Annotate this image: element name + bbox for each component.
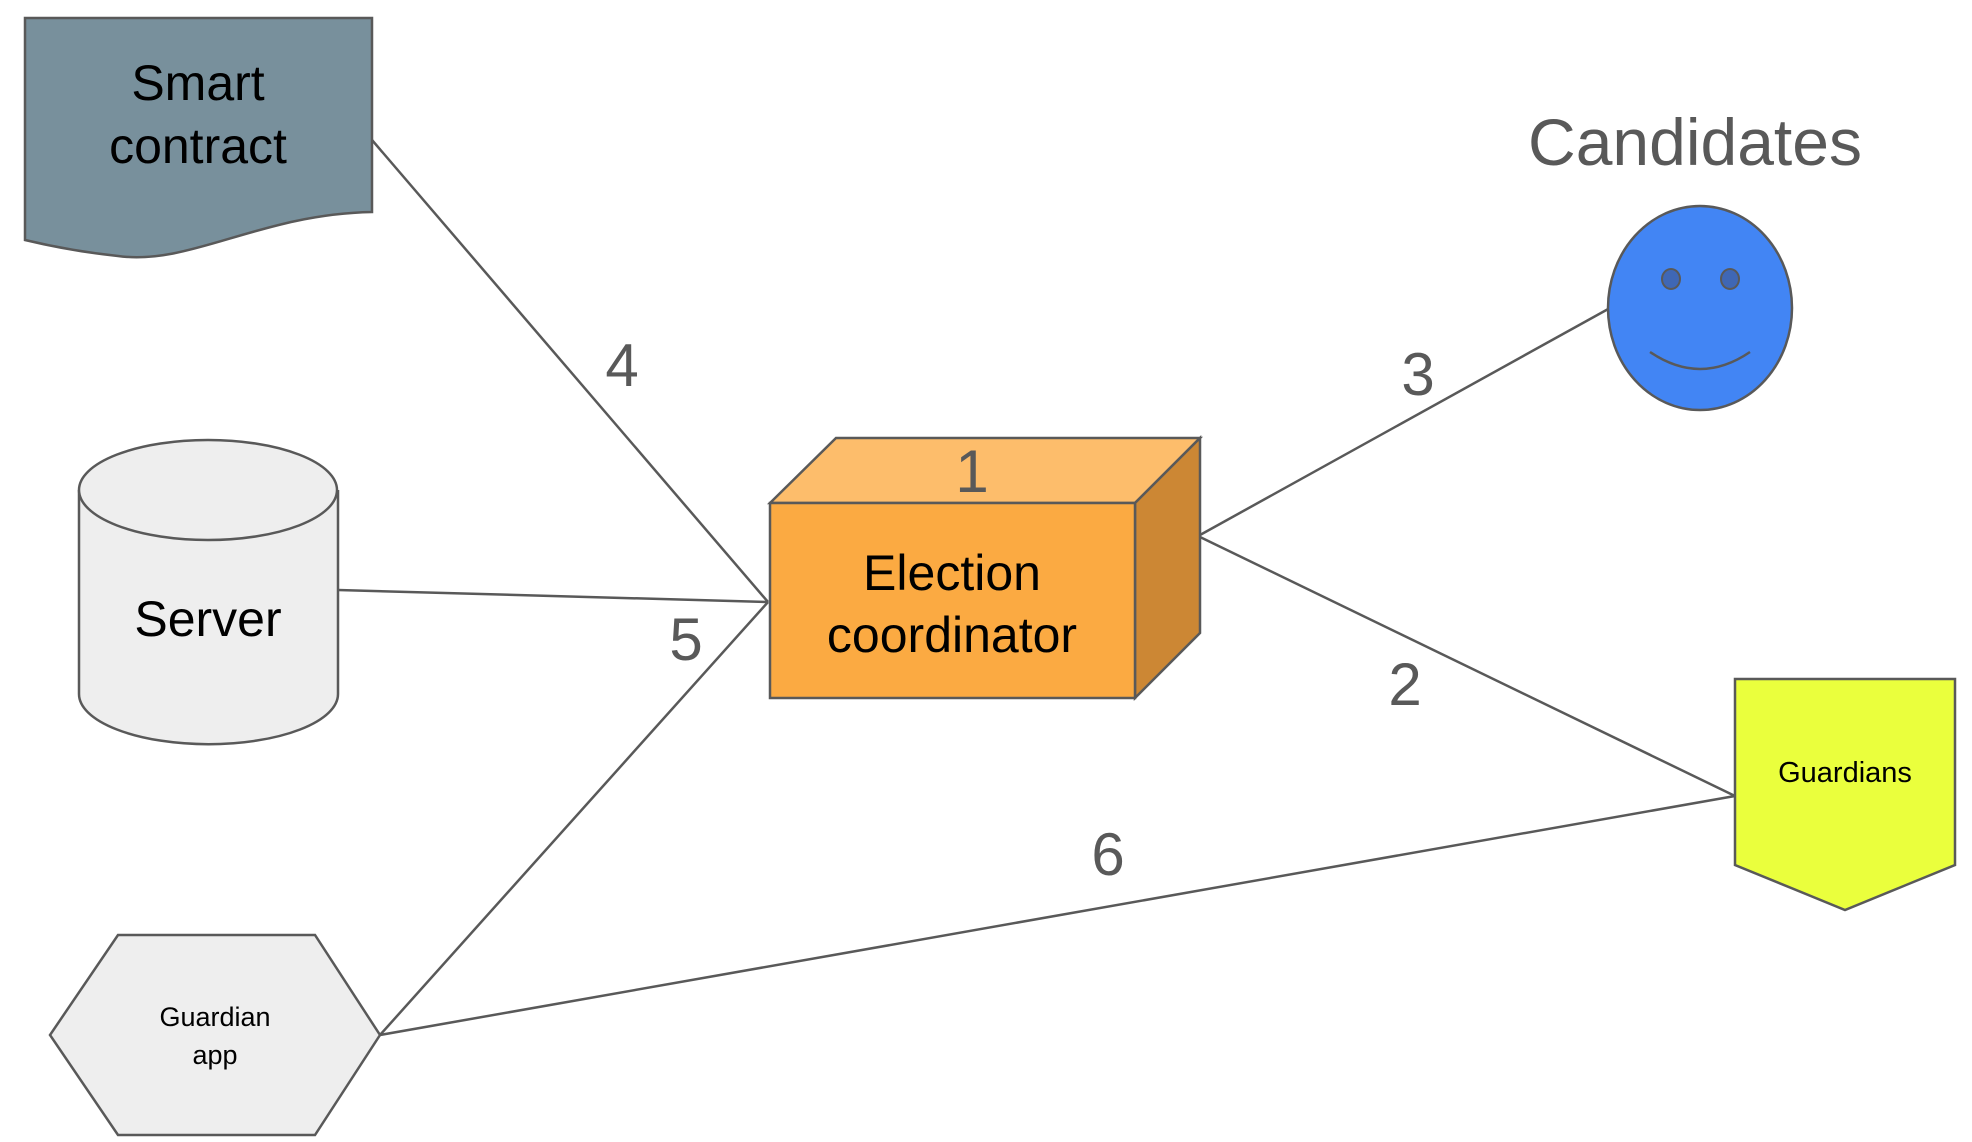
server-label: Server xyxy=(134,591,281,647)
guardians-label: Guardians xyxy=(1778,757,1912,789)
server-cylinder-top xyxy=(77,438,339,542)
coordinator-label-line1: Election xyxy=(863,545,1041,601)
server-node: Server xyxy=(77,438,340,746)
guardian-app-label-line1: Guardian xyxy=(159,1002,270,1032)
edge-smart-contract-to-coordinator xyxy=(371,139,769,603)
edge-coordinator-to-guardians xyxy=(1199,535,1736,798)
edge-label-1: 1 xyxy=(955,438,988,505)
guardian-app-node: Guardian app xyxy=(48,933,382,1137)
edges xyxy=(337,139,1736,1037)
smiley-face-icon xyxy=(1606,204,1794,412)
smiley-left-eye xyxy=(1661,268,1681,290)
candidates-label: Candidates xyxy=(1528,105,1862,179)
edge-guardian-app-to-guardians xyxy=(379,794,1736,1037)
smart-contract-shape xyxy=(23,16,374,259)
edge-guardian-app-to-coordinator xyxy=(379,601,769,1036)
guardian-app-hexagon xyxy=(48,933,382,1137)
guardians-node: Guardians xyxy=(1733,677,1957,912)
smiley-mouth xyxy=(1649,350,1751,371)
smiley-right-eye xyxy=(1720,268,1740,290)
smart-contract-label-line2: contract xyxy=(109,118,287,174)
edge-label-4: 4 xyxy=(605,332,638,399)
candidates-node: Candidates xyxy=(1528,105,1862,412)
edge-labels: 1 2 3 4 5 6 xyxy=(605,332,1434,888)
election-coordinator-node: Election coordinator xyxy=(766,434,1204,702)
smart-contract-node: Smart contract xyxy=(23,16,374,259)
server-cylinder-body xyxy=(77,490,340,746)
guardian-app-label-line2: app xyxy=(192,1040,237,1070)
smart-contract-label-line1: Smart xyxy=(131,55,264,111)
edge-coordinator-to-candidates xyxy=(1199,306,1611,537)
coordinator-front-face xyxy=(768,501,1137,700)
guardians-shape xyxy=(1733,677,1957,912)
edge-label-3: 3 xyxy=(1401,341,1434,408)
edge-label-2: 2 xyxy=(1388,651,1421,718)
coordinator-label-line2: coordinator xyxy=(827,607,1077,663)
edge-server-to-coordinator xyxy=(337,588,769,604)
edge-label-6: 6 xyxy=(1091,821,1124,888)
edge-label-5: 5 xyxy=(669,606,702,673)
